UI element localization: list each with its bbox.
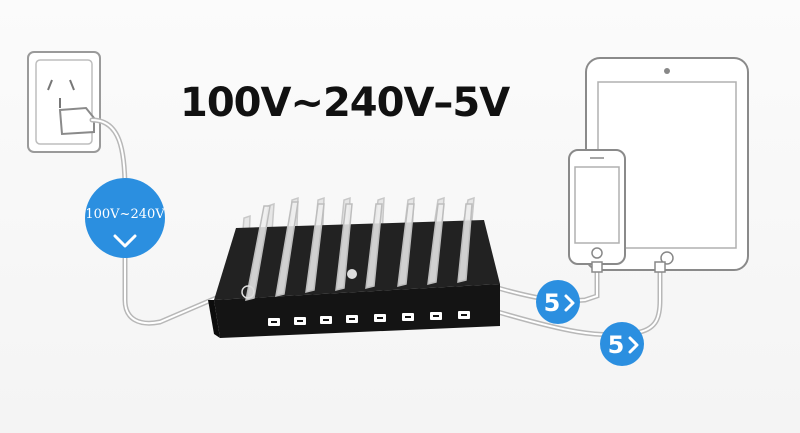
input-voltage-badge: 100V~240V <box>85 178 165 258</box>
chevron-right-icon <box>564 294 575 312</box>
wall-outlet-icon <box>27 51 101 153</box>
voltage-headline: 100V~240V–5V <box>180 80 510 126</box>
chevron-down-icon <box>113 234 137 248</box>
output-badge-tablet: 5 <box>600 322 644 366</box>
output-badge-phone: 5 <box>536 280 580 324</box>
charging-station-icon <box>208 196 500 338</box>
chevron-right-icon <box>628 336 639 354</box>
output-badge-tablet-label: 5 <box>608 331 625 359</box>
tablet-icon <box>585 57 749 271</box>
smartphone-icon <box>568 149 626 265</box>
output-badge-phone-label: 5 <box>544 289 561 317</box>
input-voltage-label: 100V~240V <box>85 207 165 222</box>
